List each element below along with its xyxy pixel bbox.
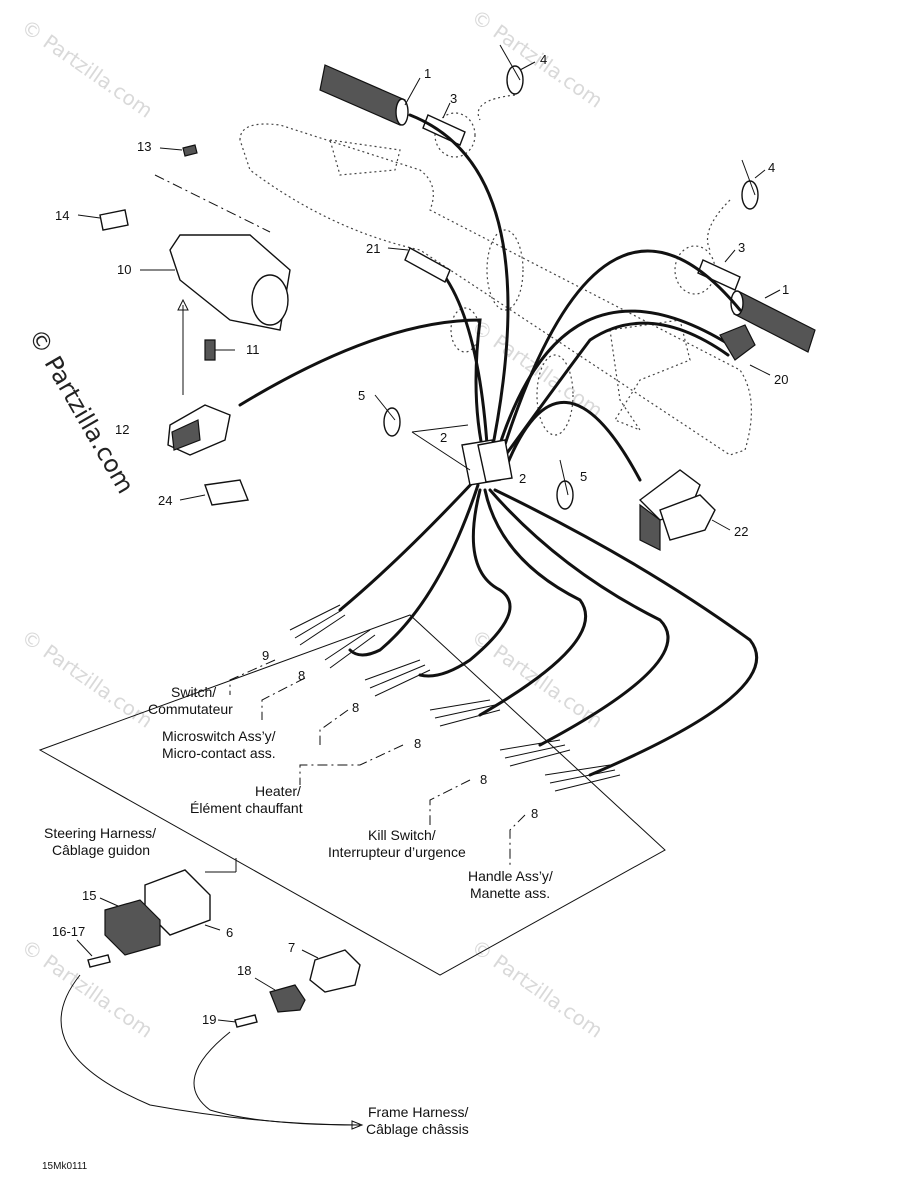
callout-5-right: 5 <box>580 469 587 484</box>
clip-screw <box>182 144 198 157</box>
connector-housing-15 <box>104 899 161 956</box>
callout-2-left: 2 <box>440 430 447 445</box>
watermark-tile: © Partzilla.com <box>467 4 607 112</box>
callout-12: 12 <box>115 422 129 437</box>
watermark-tile: © Partzilla.com <box>17 14 157 122</box>
label-heater-fr: Élément chauffant <box>190 800 303 816</box>
callout-4-right: 4 <box>768 160 775 175</box>
label-kill-switch-fr: Interrupteur d’urgence <box>328 844 466 860</box>
label-frame-fr: Câblage châssis <box>366 1121 469 1137</box>
label-heater-en: Heater/ <box>255 783 301 799</box>
frame-leader-2 <box>193 1031 361 1126</box>
callout-16-17: 16-17 <box>52 924 85 939</box>
label-switch-en: Switch/ <box>171 684 216 700</box>
label-handle-fr: Manette ass. <box>470 885 550 901</box>
frame-arrow <box>351 1120 364 1130</box>
callout-20: 20 <box>774 372 788 387</box>
label-steering-fr: Câblage guidon <box>52 842 150 858</box>
arrow-head-12 <box>177 298 189 311</box>
rocker-switch <box>167 404 231 456</box>
sleeve-left <box>422 114 466 146</box>
callout-18: 18 <box>237 963 251 978</box>
callout-8-d: 8 <box>480 772 487 787</box>
grip-heater-left <box>319 64 409 126</box>
watermark-main: © Partzilla.com <box>23 324 140 498</box>
handlebar-switch-20 <box>719 324 756 361</box>
callout-19: 19 <box>202 1012 216 1027</box>
cable-tie-top <box>477 44 524 121</box>
label-kill-switch-en: Kill Switch/ <box>368 827 436 843</box>
callout-11: 11 <box>246 342 260 357</box>
harness-sleeve-2b <box>477 439 513 483</box>
connector-housing-7 <box>309 949 361 993</box>
terminal-16-17 <box>87 954 111 968</box>
watermark-tile: © Partzilla.com <box>17 624 157 732</box>
callout-1-right: 1 <box>782 282 789 297</box>
callout-14: 14 <box>55 208 69 223</box>
leader-dash-13 <box>154 174 271 233</box>
screw <box>204 339 216 361</box>
callout-2-right: 2 <box>519 471 526 486</box>
callout-8-b: 8 <box>352 700 359 715</box>
callout-8-e: 8 <box>531 806 538 821</box>
callout-8-a: 8 <box>298 668 305 683</box>
sleeve-right <box>697 259 741 291</box>
callout-21: 21 <box>366 241 380 256</box>
callout-numbers: 1 1 2 2 3 3 4 4 5 5 6 7 8 8 8 8 8 9 10 1… <box>52 52 789 1027</box>
group-labels: Switch/ Commutateur Microswitch Ass’y/ M… <box>44 684 553 1137</box>
watermark-tile: © Partzilla.com <box>467 314 607 422</box>
callout-1-left: 1 <box>424 66 431 81</box>
label-steering-en: Steering Harness/ <box>44 825 156 841</box>
callout-10: 10 <box>117 262 131 277</box>
callout-8-c: 8 <box>414 736 421 751</box>
callout-13: 13 <box>137 139 151 154</box>
group-leaders <box>229 659 526 865</box>
harness-wires <box>238 113 759 777</box>
callout-22: 22 <box>734 524 748 539</box>
cable-tie-right <box>706 159 759 251</box>
label-microswitch-fr: Micro-contact ass. <box>162 745 276 761</box>
label-switch-fr: Commutateur <box>148 701 233 717</box>
cable-tie-left <box>374 394 401 437</box>
callout-24: 24 <box>158 493 172 508</box>
cable-tie-center <box>556 459 574 510</box>
callout-3-left: 3 <box>450 91 457 106</box>
label-handle-en: Handle Ass’y/ <box>468 868 553 884</box>
switch-cover-opening <box>251 274 289 326</box>
drawing-code: 15Mk0111 <box>42 1161 88 1172</box>
label-frame-en: Frame Harness/ <box>368 1104 468 1120</box>
connector-housing-18 <box>269 984 306 1013</box>
callout-9: 9 <box>262 648 269 663</box>
throttle-handle-22 <box>638 469 716 551</box>
label-microswitch-en: Microswitch Ass’y/ <box>162 728 276 744</box>
callout-3-right: 3 <box>738 240 745 255</box>
pad <box>204 479 249 506</box>
connector-plug-21 <box>404 247 451 283</box>
leader-lines <box>76 61 781 1023</box>
watermark-tile: © Partzilla.com <box>467 934 607 1042</box>
callout-5-left: 5 <box>358 388 365 403</box>
pin-groups <box>289 604 621 792</box>
decal <box>99 209 129 231</box>
callout-6: 6 <box>226 925 233 940</box>
callout-15: 15 <box>82 888 96 903</box>
terminal-19 <box>234 1014 258 1028</box>
callout-7: 7 <box>288 940 295 955</box>
handlebar-ghost <box>239 112 752 456</box>
harness-outline-frame <box>38 614 666 976</box>
callout-4-top: 4 <box>540 52 547 67</box>
